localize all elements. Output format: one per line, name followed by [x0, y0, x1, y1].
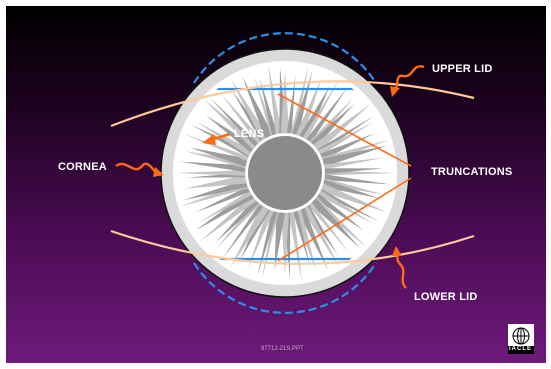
iris-streak — [182, 133, 249, 161]
lens-outline — [177, 87, 393, 261]
iris-streak — [308, 202, 349, 253]
label-cornea: CORNEA — [58, 161, 107, 173]
iris-streak — [299, 85, 330, 140]
iris-streak — [324, 168, 383, 174]
iris-streak — [199, 194, 257, 243]
iris-streak — [248, 208, 274, 269]
iris-streak — [310, 198, 360, 248]
label-upper-lid: UPPER LID — [432, 63, 493, 75]
iris-streak — [196, 122, 253, 156]
upper-lid-arrowhead — [390, 86, 400, 97]
iris-streak — [203, 98, 259, 150]
iris-streak — [182, 179, 248, 201]
iris-streak — [320, 183, 388, 213]
iris-streak — [222, 203, 264, 259]
iris-streak — [306, 87, 348, 143]
iris-streak — [280, 71, 290, 134]
globe-icon — [512, 327, 530, 345]
iris-streak — [302, 205, 340, 269]
iris-streak — [215, 198, 260, 243]
iris-streak — [221, 93, 263, 144]
iris-streak — [324, 157, 386, 170]
iris-streak — [184, 174, 247, 189]
iris-streak — [190, 124, 251, 158]
iris-streak — [185, 151, 247, 169]
iris-streak — [324, 174, 391, 185]
eye-diagram — [110, 32, 534, 354]
logo-text: IACLE — [509, 346, 532, 352]
iris-streak — [242, 76, 273, 139]
cornea-arrowhead — [153, 167, 164, 177]
iris-streak — [313, 103, 371, 152]
iris-streak — [240, 206, 271, 261]
iris-streak — [318, 122, 374, 156]
iris-streak — [230, 205, 269, 269]
iris-streak — [322, 179, 380, 199]
label-truncations: TRUNCATIONS — [431, 166, 513, 178]
iris-streak — [210, 98, 259, 147]
slide: UPPER LID LENS CORNEA TRUNCATIONS LOWER … — [6, 6, 546, 363]
iris-streak — [230, 77, 269, 141]
iris-streak — [268, 64, 283, 135]
label-lens: LENS — [234, 128, 265, 140]
lens-top-arc — [193, 32, 377, 84]
iris-streak — [205, 115, 256, 153]
pupil — [248, 136, 322, 210]
lower-lid-arrow — [395, 252, 407, 289]
iris-streak — [195, 186, 250, 213]
iris-streak — [315, 193, 365, 231]
truncation-line-upper — [277, 93, 412, 167]
iris-streak — [295, 77, 322, 138]
iris-streak — [179, 161, 246, 173]
lens-bottom-arc — [193, 262, 377, 314]
iris-streak — [281, 212, 289, 275]
upper-lid — [110, 80, 475, 128]
footer-filename: 97712-21S.PPT — [261, 346, 304, 352]
iris-streak — [302, 77, 340, 140]
iris-streak — [323, 178, 385, 195]
lens-arrowhead — [202, 134, 216, 145]
iris-streak — [310, 103, 355, 148]
iris-streak — [320, 133, 375, 160]
iris-streak — [322, 145, 388, 167]
iris-streak — [216, 200, 261, 249]
iris-streak — [274, 212, 286, 271]
iris-streak — [292, 70, 313, 136]
iris-streak — [190, 147, 248, 167]
lower-lid-arrowhead — [392, 246, 402, 256]
lower-lid — [110, 229, 475, 265]
iris-streak — [318, 190, 374, 224]
iris-streak — [319, 189, 380, 222]
iris-streak — [175, 170, 246, 176]
iris-streak — [196, 190, 252, 224]
truncation-line-lower — [277, 177, 412, 262]
iris-streak — [293, 210, 311, 268]
iris-streak — [259, 78, 278, 136]
cornea-arrow — [115, 162, 157, 174]
iacle-logo — [508, 324, 534, 354]
upper-lid-arrow — [394, 65, 425, 89]
label-lower-lid: LOWER LID — [414, 291, 478, 303]
